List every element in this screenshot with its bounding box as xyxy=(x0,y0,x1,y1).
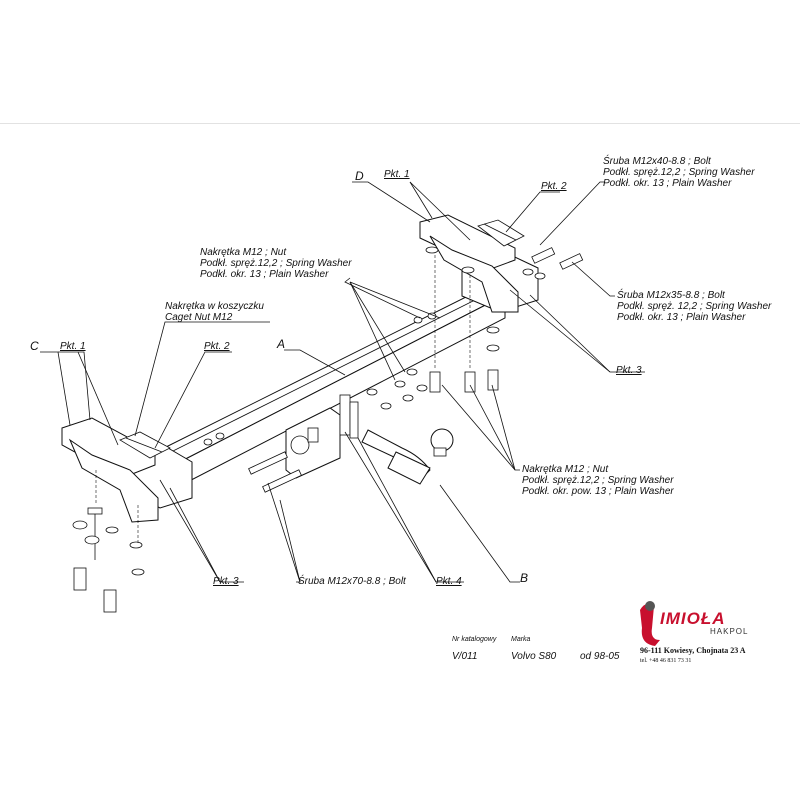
right-bracket xyxy=(419,214,525,313)
label-nut-bot-1: Nakrętka M12 ; Nut xyxy=(522,464,609,475)
ball-neck xyxy=(361,428,454,485)
label-bolt35-3: Podkł. okr. 13 ; Plain Washer xyxy=(617,312,746,323)
label-pkt3-right: Pkt. 3 xyxy=(616,365,642,376)
label-bolt40-3: Podkł. okr. 13 ; Plain Washer xyxy=(603,178,732,189)
top-divider xyxy=(0,123,800,124)
label-caget-nut-pl: Nakrętka w koszyczku xyxy=(165,301,264,312)
make-value: Volvo S80 xyxy=(511,651,557,662)
label-bolt40-2: Podkł. spręż.12,2 ; Spring Washer xyxy=(603,167,755,178)
label-nut-top-3: Podkł. okr. 13 ; Plain Washer xyxy=(200,269,329,280)
date-value: od 98-05 xyxy=(580,651,620,662)
label-pkt2-left: Pkt. 2 xyxy=(204,341,230,352)
label-bolt40-1: Śruba M12x40-8.8 ; Bolt xyxy=(603,154,712,167)
company-logo: IMIOŁA HAKPOL 96-111 Kowiesy, Chojnata 2… xyxy=(640,601,748,664)
label-caget-nut-en: Caget Nut M12 xyxy=(165,312,233,323)
label-a: A xyxy=(276,337,285,351)
label-d: D xyxy=(355,169,364,183)
label-bolt35-2: Podkł. spręż. 12,2 ; Spring Washer xyxy=(617,301,772,312)
label-pkt3-left: Pkt. 3 xyxy=(213,576,239,587)
center-plate xyxy=(285,394,359,479)
label-nut-top-1: Nakrętka M12 ; Nut xyxy=(200,247,287,258)
title-block: Nr katalogowy V/011 Marka Volvo S80 od 9… xyxy=(452,636,620,662)
catalog-caption: Nr katalogowy xyxy=(452,636,497,643)
label-c: C xyxy=(30,339,39,353)
brand-sub: HAKPOL xyxy=(710,627,748,636)
label-pkt2-right: Pkt. 2 xyxy=(541,181,567,192)
main-crossbeam xyxy=(129,249,539,509)
hook-ball-icon xyxy=(645,601,655,611)
company-address: 96-111 Kowiesy, Chojnata 23 A xyxy=(640,646,746,655)
label-b: B xyxy=(520,571,528,585)
label-bolt35-1: Śruba M12x35-8.8 ; Bolt xyxy=(617,288,726,301)
label-nut-bot-2: Podkł. spręż.12,2 ; Spring Washer xyxy=(522,475,674,486)
label-pkt1-right: Pkt. 1 xyxy=(384,169,410,180)
label-pkt1-left: Pkt. 1 xyxy=(60,341,86,352)
leader-lines xyxy=(40,181,645,583)
left-bracket xyxy=(61,417,171,523)
hook-logo-icon xyxy=(640,603,660,646)
label-bolt70: Śruba M12x70-8.8 ; Bolt xyxy=(298,574,407,587)
brand-name: IMIOŁA xyxy=(660,609,726,628)
make-caption: Marka xyxy=(511,636,531,643)
label-nut-top-2: Podkł. spręż.12,2 ; Spring Washer xyxy=(200,258,352,269)
fasteners xyxy=(72,246,584,613)
label-nut-bot-3: Podkł. okr. pow. 13 ; Plain Washer xyxy=(522,486,674,497)
company-phone: tel. +48 46 831 73 31 xyxy=(640,658,691,664)
catalog-value: V/011 xyxy=(452,651,477,662)
callout-labels: C Pkt. 1 Pkt. 2 Nakrętka w koszyczku Cag… xyxy=(30,154,772,587)
label-pkt4: Pkt. 4 xyxy=(436,576,462,587)
